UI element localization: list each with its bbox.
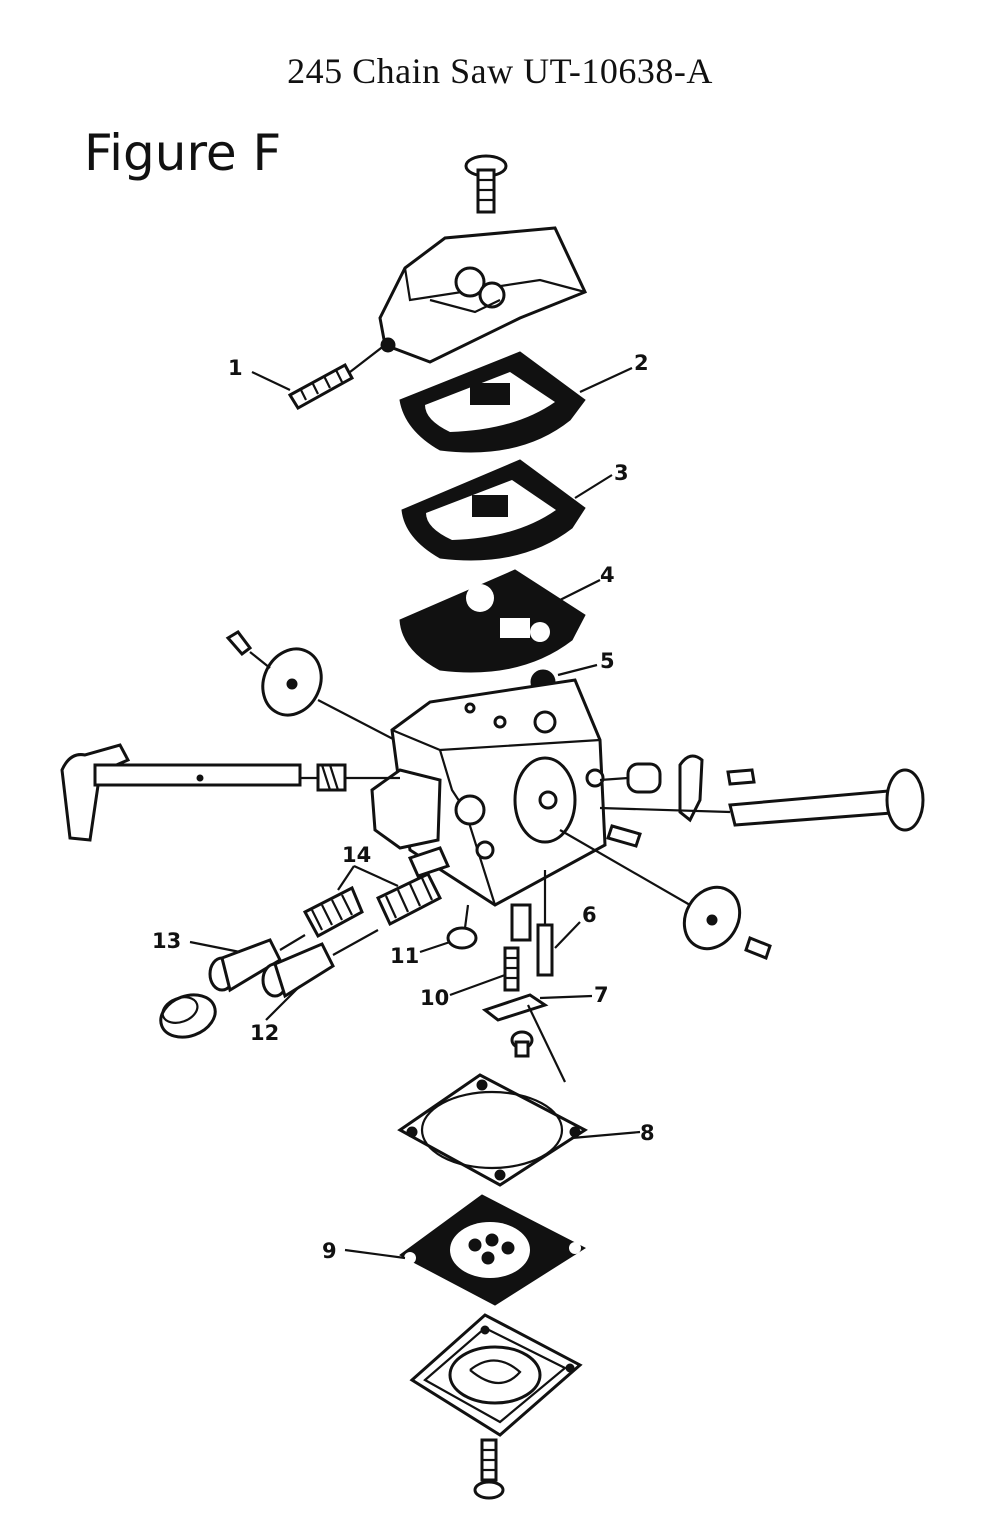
callout-13: 13 (152, 929, 181, 953)
callout-3: 3 (614, 461, 629, 485)
limiter-cap (159, 993, 217, 1039)
callout-11: 11 (390, 944, 419, 968)
callout-8: 8 (640, 1121, 655, 1145)
callout-1: 1 (228, 356, 243, 380)
callout-10: 10 (420, 986, 449, 1010)
pump-cover (378, 226, 588, 364)
part-7-lever (481, 993, 593, 1083)
part-6-needle (536, 870, 581, 977)
part-14-springs (302, 846, 451, 939)
lower-right-plate (559, 829, 772, 960)
figure-label: Figure F (84, 124, 282, 182)
callout-9: 9 (322, 1239, 337, 1263)
callout-5: 5 (600, 649, 615, 673)
callout-2: 2 (634, 351, 649, 375)
page-title: 245 Chain Saw UT-10638-A (287, 51, 713, 91)
part-11-plug (419, 904, 478, 954)
carburetor-body (370, 678, 607, 907)
part-1-needle-spring (251, 344, 386, 411)
part-8-gasket (397, 1073, 641, 1187)
bottom-screw (473, 1438, 505, 1500)
upper-left-plate (225, 630, 396, 741)
part-2-gasket (399, 351, 633, 453)
callout-14: 14 (342, 843, 371, 867)
part-10-spring (449, 903, 532, 997)
callout-6: 6 (582, 903, 597, 927)
left-throttle-shaft (60, 743, 400, 842)
right-choke-parts (599, 754, 925, 848)
part-9-diaphragm (344, 1194, 587, 1306)
part-12-screw (261, 929, 379, 1021)
top-screw (464, 154, 508, 214)
callout-4: 4 (600, 563, 615, 587)
callout-7: 7 (594, 983, 609, 1007)
part-3-gasket (401, 459, 613, 561)
part-4-diaphragm (399, 569, 601, 673)
bottom-cover (409, 1313, 583, 1437)
part-13-screw (189, 934, 306, 993)
callout-12: 12 (250, 1021, 279, 1045)
